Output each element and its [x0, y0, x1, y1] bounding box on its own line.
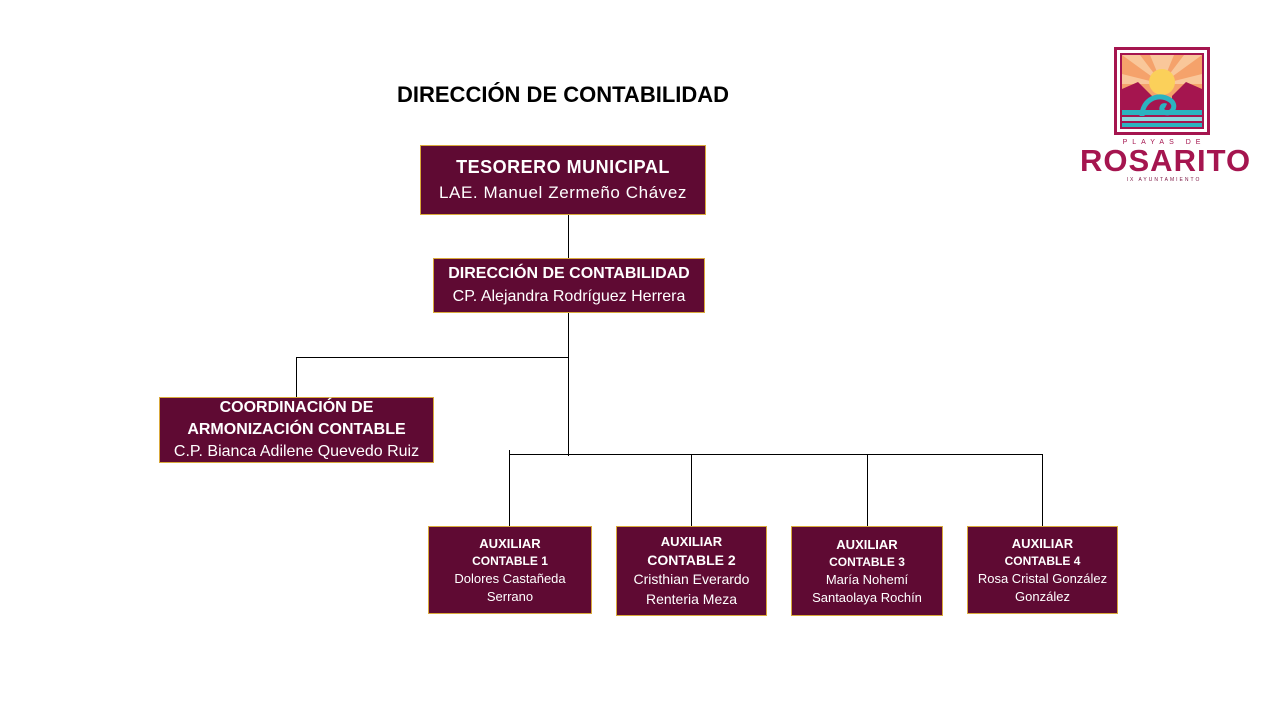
connector-aux4-drop — [1042, 454, 1043, 527]
node-person: C.P. Bianca Adilene Quevedo Ruiz — [173, 443, 420, 460]
node-person-line2: Serrano — [486, 588, 534, 604]
node-title-line1: AUXILIAR — [479, 535, 541, 551]
node-person-line1: Dolores Castañeda — [454, 570, 566, 586]
node-title-line2: CONTABLE 1 — [472, 553, 548, 568]
node-title-line2: CONTABLE 4 — [1004, 553, 1081, 568]
node-auxiliar-contable-1: AUXILIAR CONTABLE 1 Dolores Castañeda Se… — [428, 526, 592, 614]
node-person-line1: María Nohemí — [825, 571, 909, 587]
logo-bottom-text: IX AYUNTAMIENTO — [1126, 177, 1202, 183]
node-person-line2: González — [1015, 588, 1070, 604]
page-title: DIRECCIÓN DE CONTABILIDAD — [397, 82, 730, 107]
node-person-line2: Renteria Meza — [645, 591, 738, 607]
node-title-line2: ARMONIZACIÓN CONTABLE — [187, 421, 406, 438]
node-person: CP. Alejandra Rodríguez Herrera — [452, 287, 686, 305]
node-coordinacion-armonizacion: COORDINACIÓN DE ARMONIZACIÓN CONTABLE C.… — [159, 397, 434, 463]
node-direccion-contabilidad: DIRECCIÓN DE CONTABILIDAD CP. Alejandra … — [433, 258, 705, 313]
logo-top-text: PLAYAS DE — [1122, 139, 1206, 146]
connector-auxiliares-horizontal — [509, 454, 1043, 455]
rosarito-emblem-icon — [1114, 47, 1210, 135]
node-title-line2: CONTABLE 3 — [829, 554, 905, 569]
connector-coordinacion-horizontal — [296, 357, 569, 358]
logo-name: ROSARITO — [1080, 143, 1252, 178]
node-person-line2: Santaolaya Rochín — [812, 589, 922, 605]
node-auxiliar-contable-3: AUXILIAR CONTABLE 3 María Nohemí Santaol… — [791, 526, 943, 616]
node-auxiliar-contable-2: AUXILIAR CONTABLE 2 Cristhian Everardo R… — [616, 526, 767, 616]
node-title: TESORERO MUNICIPAL — [456, 157, 670, 177]
connector-direccion-down — [568, 313, 569, 456]
connector-aux1-drop — [509, 450, 510, 527]
node-title-line1: COORDINACIÓN DE — [219, 399, 374, 416]
node-title-line1: AUXILIAR — [660, 534, 723, 549]
node-auxiliar-contable-4: AUXILIAR CONTABLE 4 Rosa Cristal Gonzále… — [967, 526, 1118, 614]
node-tesorero-municipal: TESORERO MUNICIPAL LAE. Manuel Zermeño C… — [420, 145, 706, 215]
connector-aux3-drop — [867, 454, 868, 527]
node-title-line1: AUXILIAR — [836, 536, 898, 552]
node-title: DIRECCIÓN DE CONTABILIDAD — [448, 264, 690, 282]
node-title-line2: CONTABLE 2 — [647, 552, 736, 568]
node-person-line1: Rosa Cristal González — [977, 570, 1108, 586]
connector-coordinacion-drop — [296, 357, 297, 398]
connector-tesorero-direccion — [568, 215, 569, 259]
node-person-line1: Cristhian Everardo — [633, 571, 750, 587]
node-title-line1: AUXILIAR — [1011, 535, 1074, 551]
connector-aux2-drop — [691, 454, 692, 527]
node-person: LAE. Manuel Zermeño Chávez — [438, 183, 688, 202]
